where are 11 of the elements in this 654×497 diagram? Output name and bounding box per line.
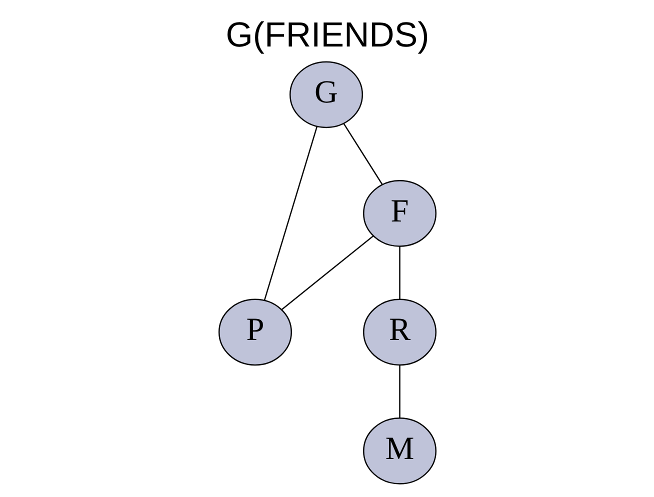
- connector: [342, 123, 382, 185]
- connector: [263, 126, 318, 301]
- diagram-title: G(FRIENDS): [225, 15, 429, 54]
- node-circle: P: [218, 298, 292, 366]
- node-circle: R: [362, 298, 436, 366]
- node-circle: M: [362, 418, 436, 484]
- node-circle: F: [362, 180, 436, 247]
- connector: [398, 246, 400, 300]
- connector: [280, 236, 374, 310]
- connector: [398, 365, 400, 418]
- node-circle: G: [289, 61, 363, 128]
